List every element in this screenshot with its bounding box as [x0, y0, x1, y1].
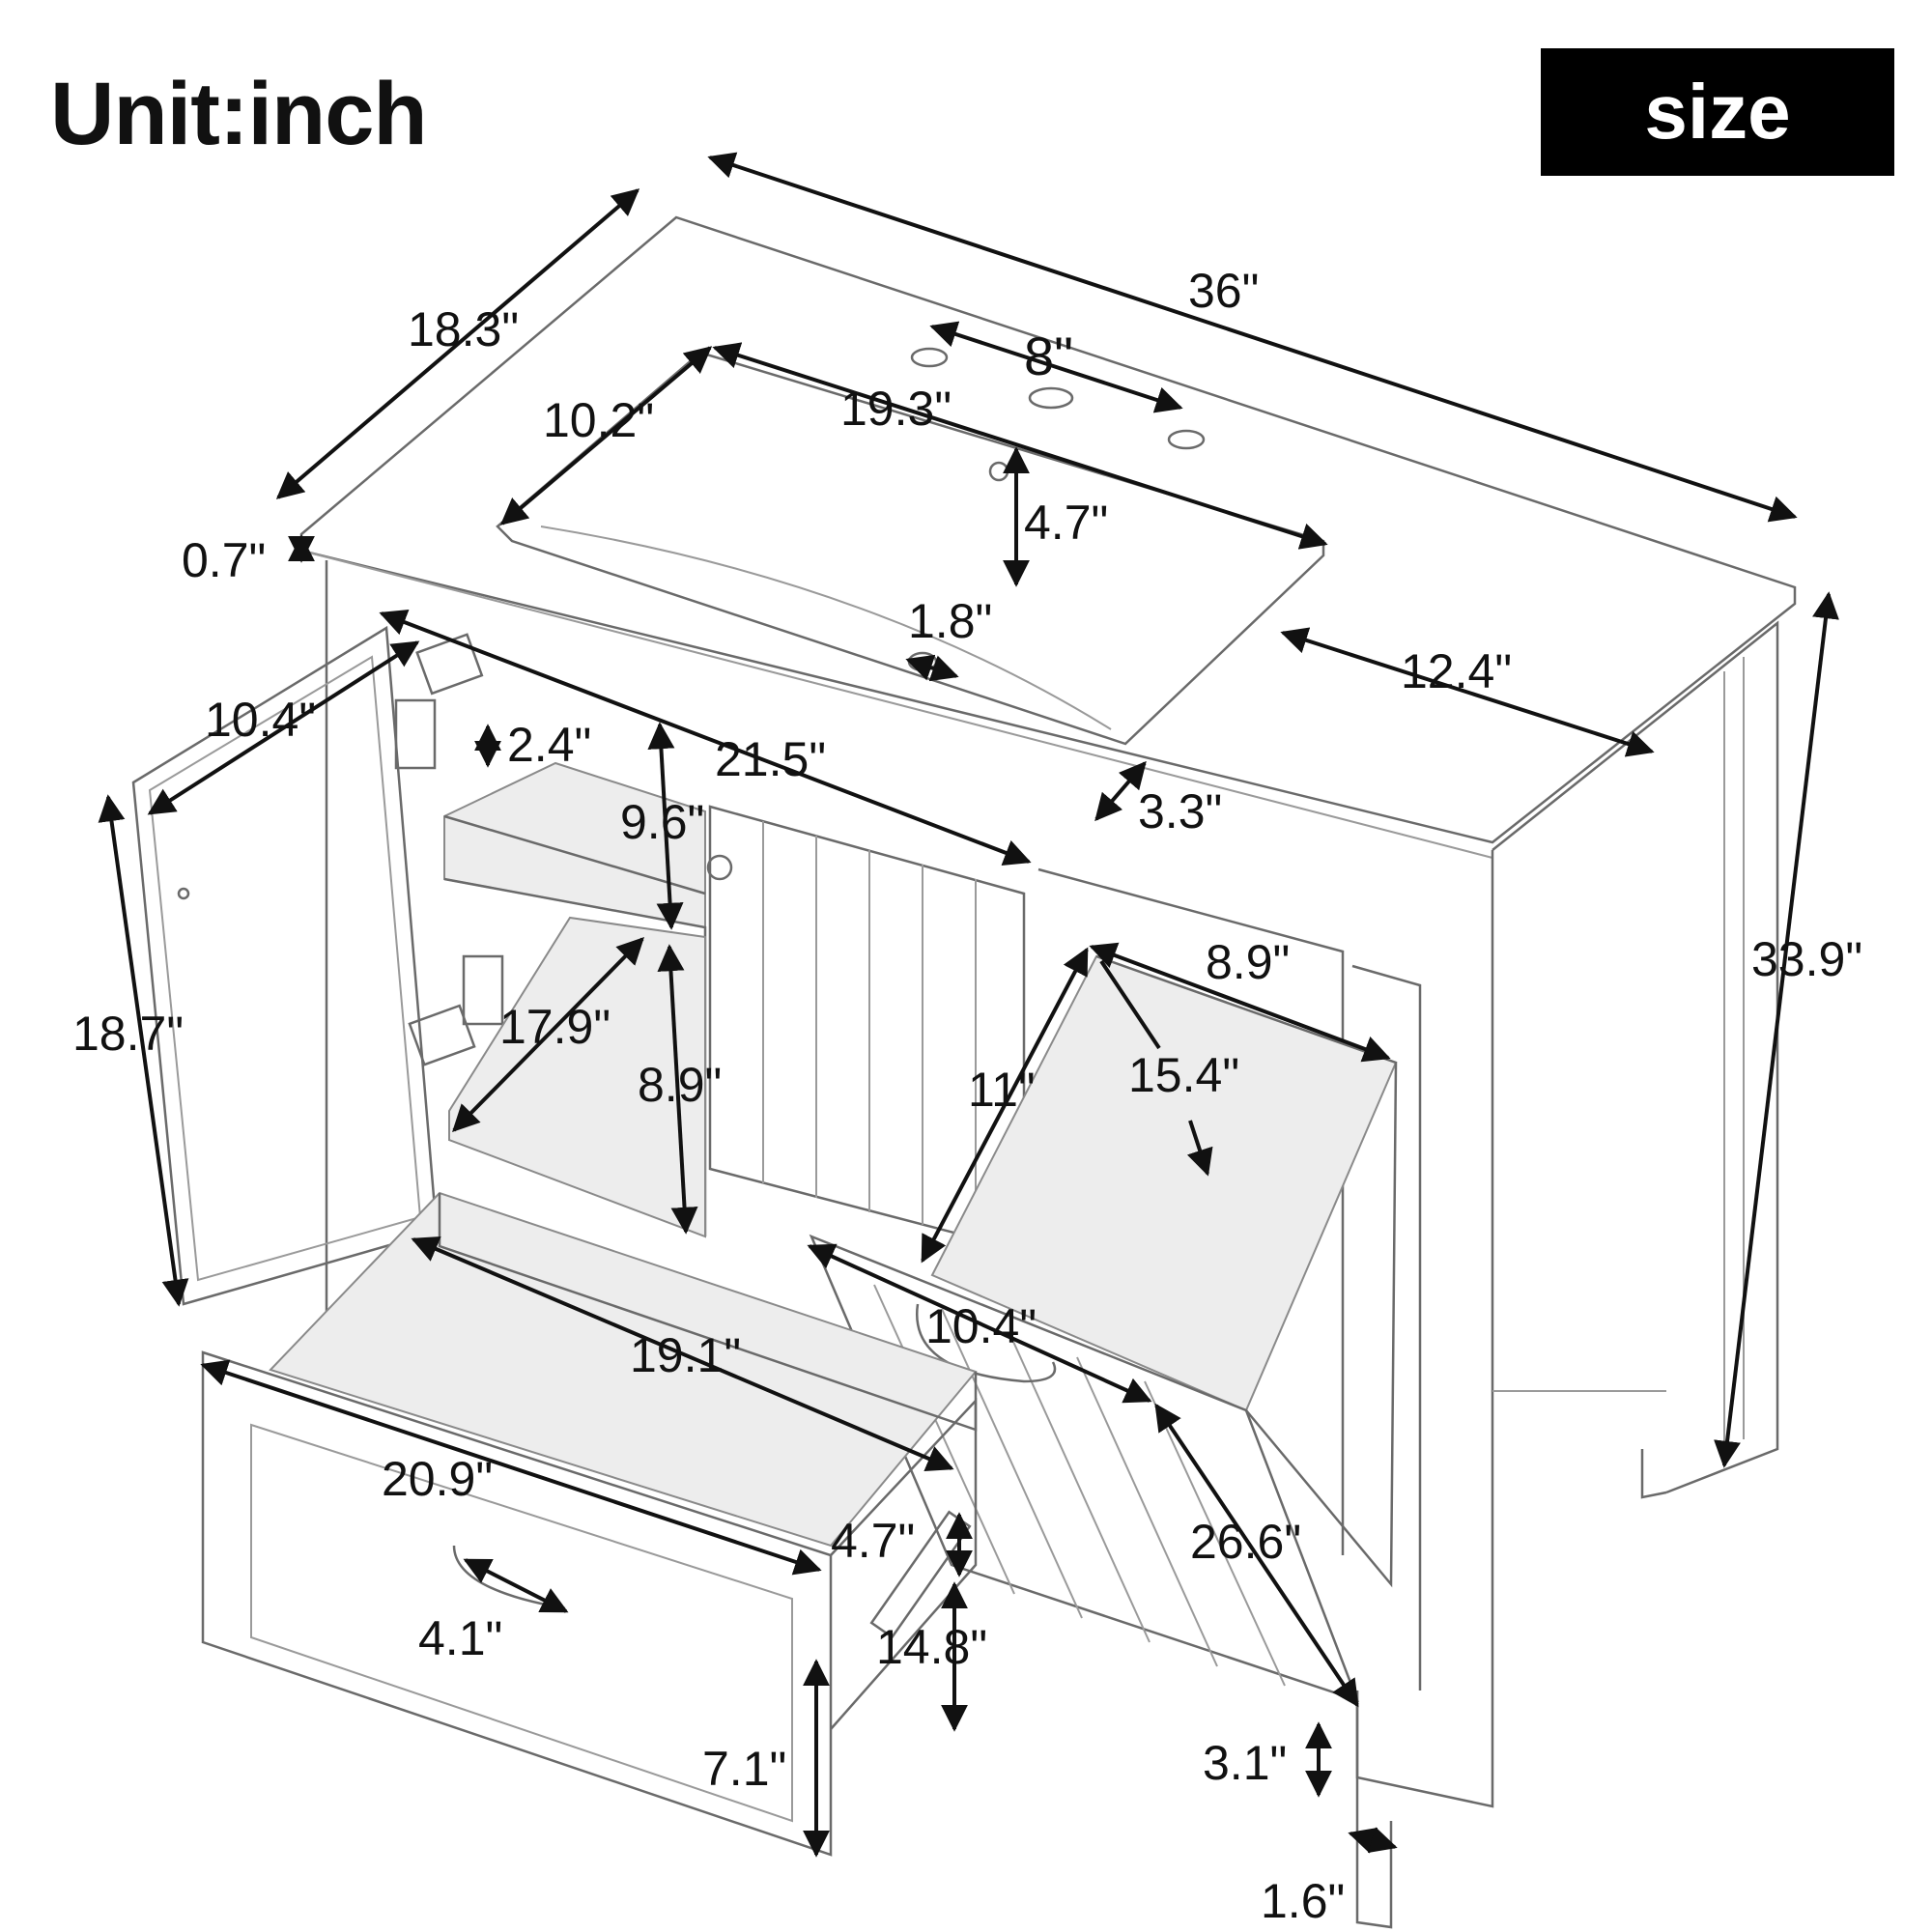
label-hamper-depth: 15.4": [1128, 1048, 1239, 1102]
faucet-hole-left: [910, 347, 949, 368]
label-front-edge-depth: 3.3": [1138, 784, 1222, 838]
label-hamper-door-height: 26.6": [1190, 1515, 1301, 1569]
arrow-leg-width: [1348, 1827, 1398, 1854]
arrow-total-height: [1714, 591, 1839, 1468]
arrow-hamper-top-width: [1089, 942, 1391, 1063]
label-upper-shelf-height: 9.6": [620, 795, 704, 849]
arrow-drawer-handle: [463, 1558, 569, 1613]
arrow-drawer-inner-depth: [411, 1236, 954, 1472]
arrow-width-total: [707, 152, 1798, 523]
dimension-labels: 36" 18.3" 8" 19.3" 10.2" 4.7" 0.7" 1.8" …: [72, 264, 1862, 1928]
label-drawer-front-height: 7.1": [702, 1742, 786, 1796]
label-depth-total: 18.3": [408, 302, 519, 356]
drawer-box: [269, 1191, 978, 1548]
label-basin-depth: 10.2": [543, 393, 654, 447]
drawer-handle: [452, 1545, 566, 1610]
label-hinge-spacing: 2.4": [507, 718, 591, 772]
label-drawer-handle: 4.1": [418, 1611, 502, 1665]
arrow-hamper-door-height: [1154, 1403, 1359, 1708]
arrow-hamper-height: [921, 947, 1089, 1264]
label-door-width: 10.4": [205, 693, 316, 747]
arrow-front-edge-depth: [1094, 760, 1147, 822]
label-basin-to-drain: 4.7": [1024, 496, 1108, 550]
label-drain-diameter: 1.8": [908, 594, 992, 648]
arrow-upper-shelf-height: [647, 722, 684, 930]
arrow-depth-total: [275, 188, 640, 499]
arrow-hamper-depth: [1186, 1120, 1213, 1177]
arrow-drawer-front-width: [200, 1359, 822, 1576]
cabinet-side-panel: [1492, 620, 1779, 1494]
label-hamper-front-width: 10.4": [925, 1299, 1037, 1353]
arrow-shelf-depth: [452, 937, 644, 1132]
label-total-height: 33.9": [1751, 932, 1862, 986]
label-inner-width: 21.5": [715, 732, 826, 786]
size-badge-text: size: [1644, 69, 1791, 155]
arrow-basin-width: [712, 342, 1328, 550]
dimension-arrows: [98, 152, 1839, 1858]
unit-label: Unit:inch: [50, 65, 428, 163]
label-faucet-spread: 8": [1024, 326, 1073, 386]
front-leg-right: [1355, 1690, 1393, 1929]
center-knob: [706, 854, 733, 881]
label-hamper-height: 11": [968, 1063, 1036, 1117]
label-leg-height: 3.1": [1203, 1736, 1287, 1790]
label-drawer-side-height: 4.7": [831, 1514, 915, 1568]
label-drawer-slide: 14.8": [876, 1620, 987, 1674]
label-hamper-top-width: 8.9": [1206, 935, 1290, 989]
label-lower-shelf-height: 8.9": [638, 1058, 722, 1112]
arrow-side-top-width: [1280, 627, 1655, 757]
label-basin-width: 19.3": [840, 382, 952, 436]
label-drawer-front-width: 20.9": [382, 1452, 493, 1506]
label-shelf-depth: 17.9": [499, 1000, 611, 1054]
overflow-hole: [988, 461, 1009, 482]
label-side-top-width: 12.4": [1401, 644, 1512, 698]
hinge-upper: [415, 633, 484, 696]
label-door-height: 18.7": [72, 1007, 184, 1061]
hinge-lower: [462, 954, 504, 1026]
center-panel: [708, 805, 1026, 1253]
arrow-door-width: [147, 640, 420, 815]
arrow-basin-depth: [499, 346, 713, 526]
arrow-inner-width: [379, 609, 1032, 867]
label-width-total: 36": [1188, 264, 1259, 318]
arrow-lower-shelf-height: [657, 944, 698, 1235]
label-top-thickness: 0.7": [182, 533, 266, 587]
faucet-hole-right: [1167, 429, 1206, 450]
cabinet-front-right-edge: [1355, 850, 1494, 1808]
rear-leg-right: [1640, 1449, 1667, 1499]
arrow-door-height: [98, 794, 189, 1307]
label-drawer-inner-depth: 19.1": [630, 1328, 741, 1382]
faucet-hole-center: [1028, 386, 1074, 410]
label-leg-width: 1.6": [1261, 1874, 1345, 1928]
